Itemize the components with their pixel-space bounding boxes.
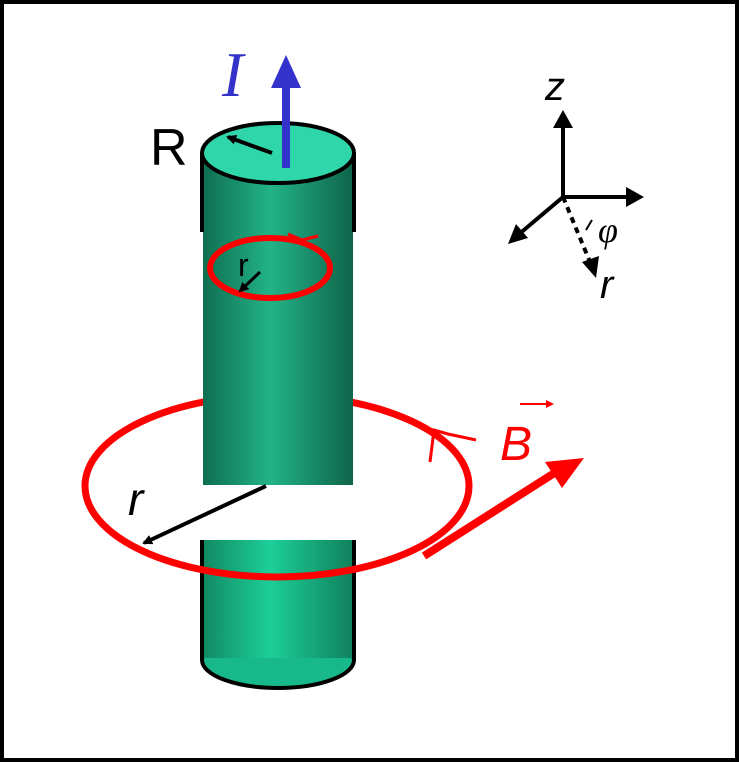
field-vector	[421, 458, 584, 560]
cylinder-lower	[200, 540, 356, 690]
outer-radius-label: R	[150, 119, 188, 177]
outer-loop-radius-arrow	[142, 484, 267, 545]
inner-loop	[207, 235, 333, 301]
outer-loop-direction-arrow	[428, 428, 477, 463]
coordinate-axes	[508, 110, 644, 278]
outer-radius-arrow	[226, 135, 273, 155]
axis-phi-label: φ	[598, 210, 618, 250]
axis-z-label: z	[544, 65, 565, 109]
outer-loop-radius-label: r	[128, 473, 145, 525]
inner-radius-arrow	[238, 270, 262, 293]
cylinder-upper	[200, 121, 356, 485]
outer-loop-front	[81, 485, 473, 581]
field-label: B	[500, 418, 532, 471]
axis-r-label: r	[600, 263, 615, 307]
cylinder-top-face	[200, 121, 356, 185]
current-label: I	[221, 39, 246, 110]
current-arrow	[271, 55, 301, 168]
inner-radius-label: r	[238, 247, 249, 283]
inner-loop-direction-arrow	[287, 232, 319, 242]
